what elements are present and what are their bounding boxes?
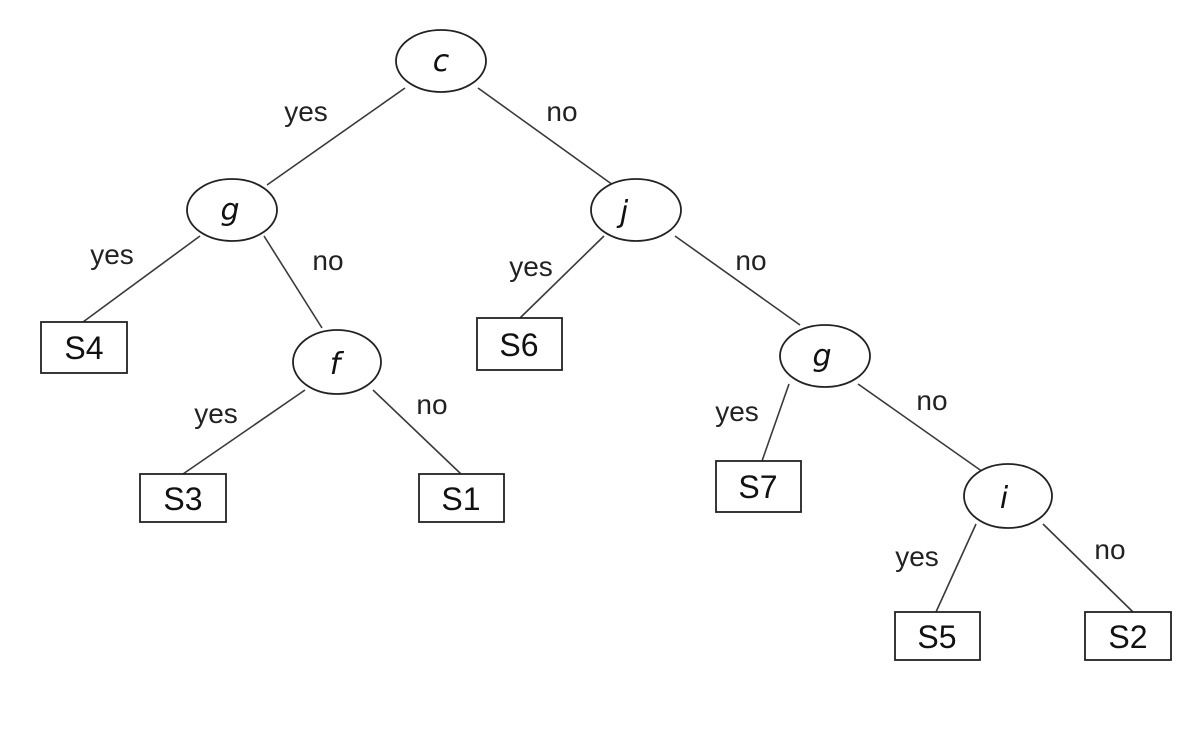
leaf-s6: S6 [476,317,563,371]
edge-label-f-s1: no [416,389,447,420]
leaf-s7: S7 [715,460,802,513]
edge-label-c-j: no [546,96,577,127]
leaf-label: S3 [163,481,202,517]
decision-node-f: f [292,329,382,395]
decision-node-j: j [590,178,682,242]
edge-label-c-g: yes [284,96,328,127]
edge-label-g-s4: yes [90,239,134,270]
leaf-s2: S2 [1084,611,1172,661]
edge-f-s1-no [372,389,462,475]
leaf-label: S7 [738,469,777,505]
edge-label-j-g: no [735,245,766,276]
edge-g-s7-yes [761,383,790,462]
edge-j-s6-yes [519,235,605,319]
leaf-nodes: S4 S3 S1 S6 S7 S5 S2 [40,317,1172,661]
edge-labels: yes no yes no yes no yes no yes no yes n… [90,96,1125,572]
edge-label-f-s3: yes [194,398,238,429]
decision-node-c: c [395,29,487,93]
edge-label-j-s6: yes [509,251,553,282]
leaf-s3: S3 [139,473,227,523]
decision-nodes: c g j f g i [186,29,1053,529]
edge-g-i-no [857,383,984,473]
edge-f-s3-yes [182,389,306,475]
decision-node-g-right: g [779,324,871,388]
decision-node-g-left: g [186,178,278,242]
edges [82,87,1134,613]
leaf-s5: S5 [894,611,981,661]
leaf-s1: S1 [418,473,505,523]
leaf-label: S5 [917,619,956,655]
decision-node-label: c [433,44,450,79]
leaf-s4: S4 [40,321,128,374]
decision-node-i: i [963,463,1053,529]
edge-g-s4-yes [82,235,201,323]
decision-node-label: j [616,195,629,230]
edge-label-g-f: no [312,245,343,276]
leaf-label: S2 [1108,619,1147,655]
edge-i-s2-no [1042,523,1134,613]
edge-j-g-no [674,235,801,326]
leaf-label: S4 [64,330,103,366]
edge-label-g-i: no [916,385,947,416]
edge-label-g-s7: yes [715,396,759,427]
edge-c-g-yes [266,87,406,186]
edge-i-s5-yes [935,523,977,613]
leaf-label: S1 [441,481,480,517]
decision-node-label: g [812,339,831,374]
decision-node-label: i [1000,481,1009,516]
edge-label-i-s2: no [1094,534,1125,565]
decision-node-label: g [220,193,239,228]
leaf-label: S6 [499,327,538,363]
edge-label-i-s5: yes [895,541,939,572]
edge-g-f-no [263,235,323,329]
edge-c-j-no [477,87,614,186]
